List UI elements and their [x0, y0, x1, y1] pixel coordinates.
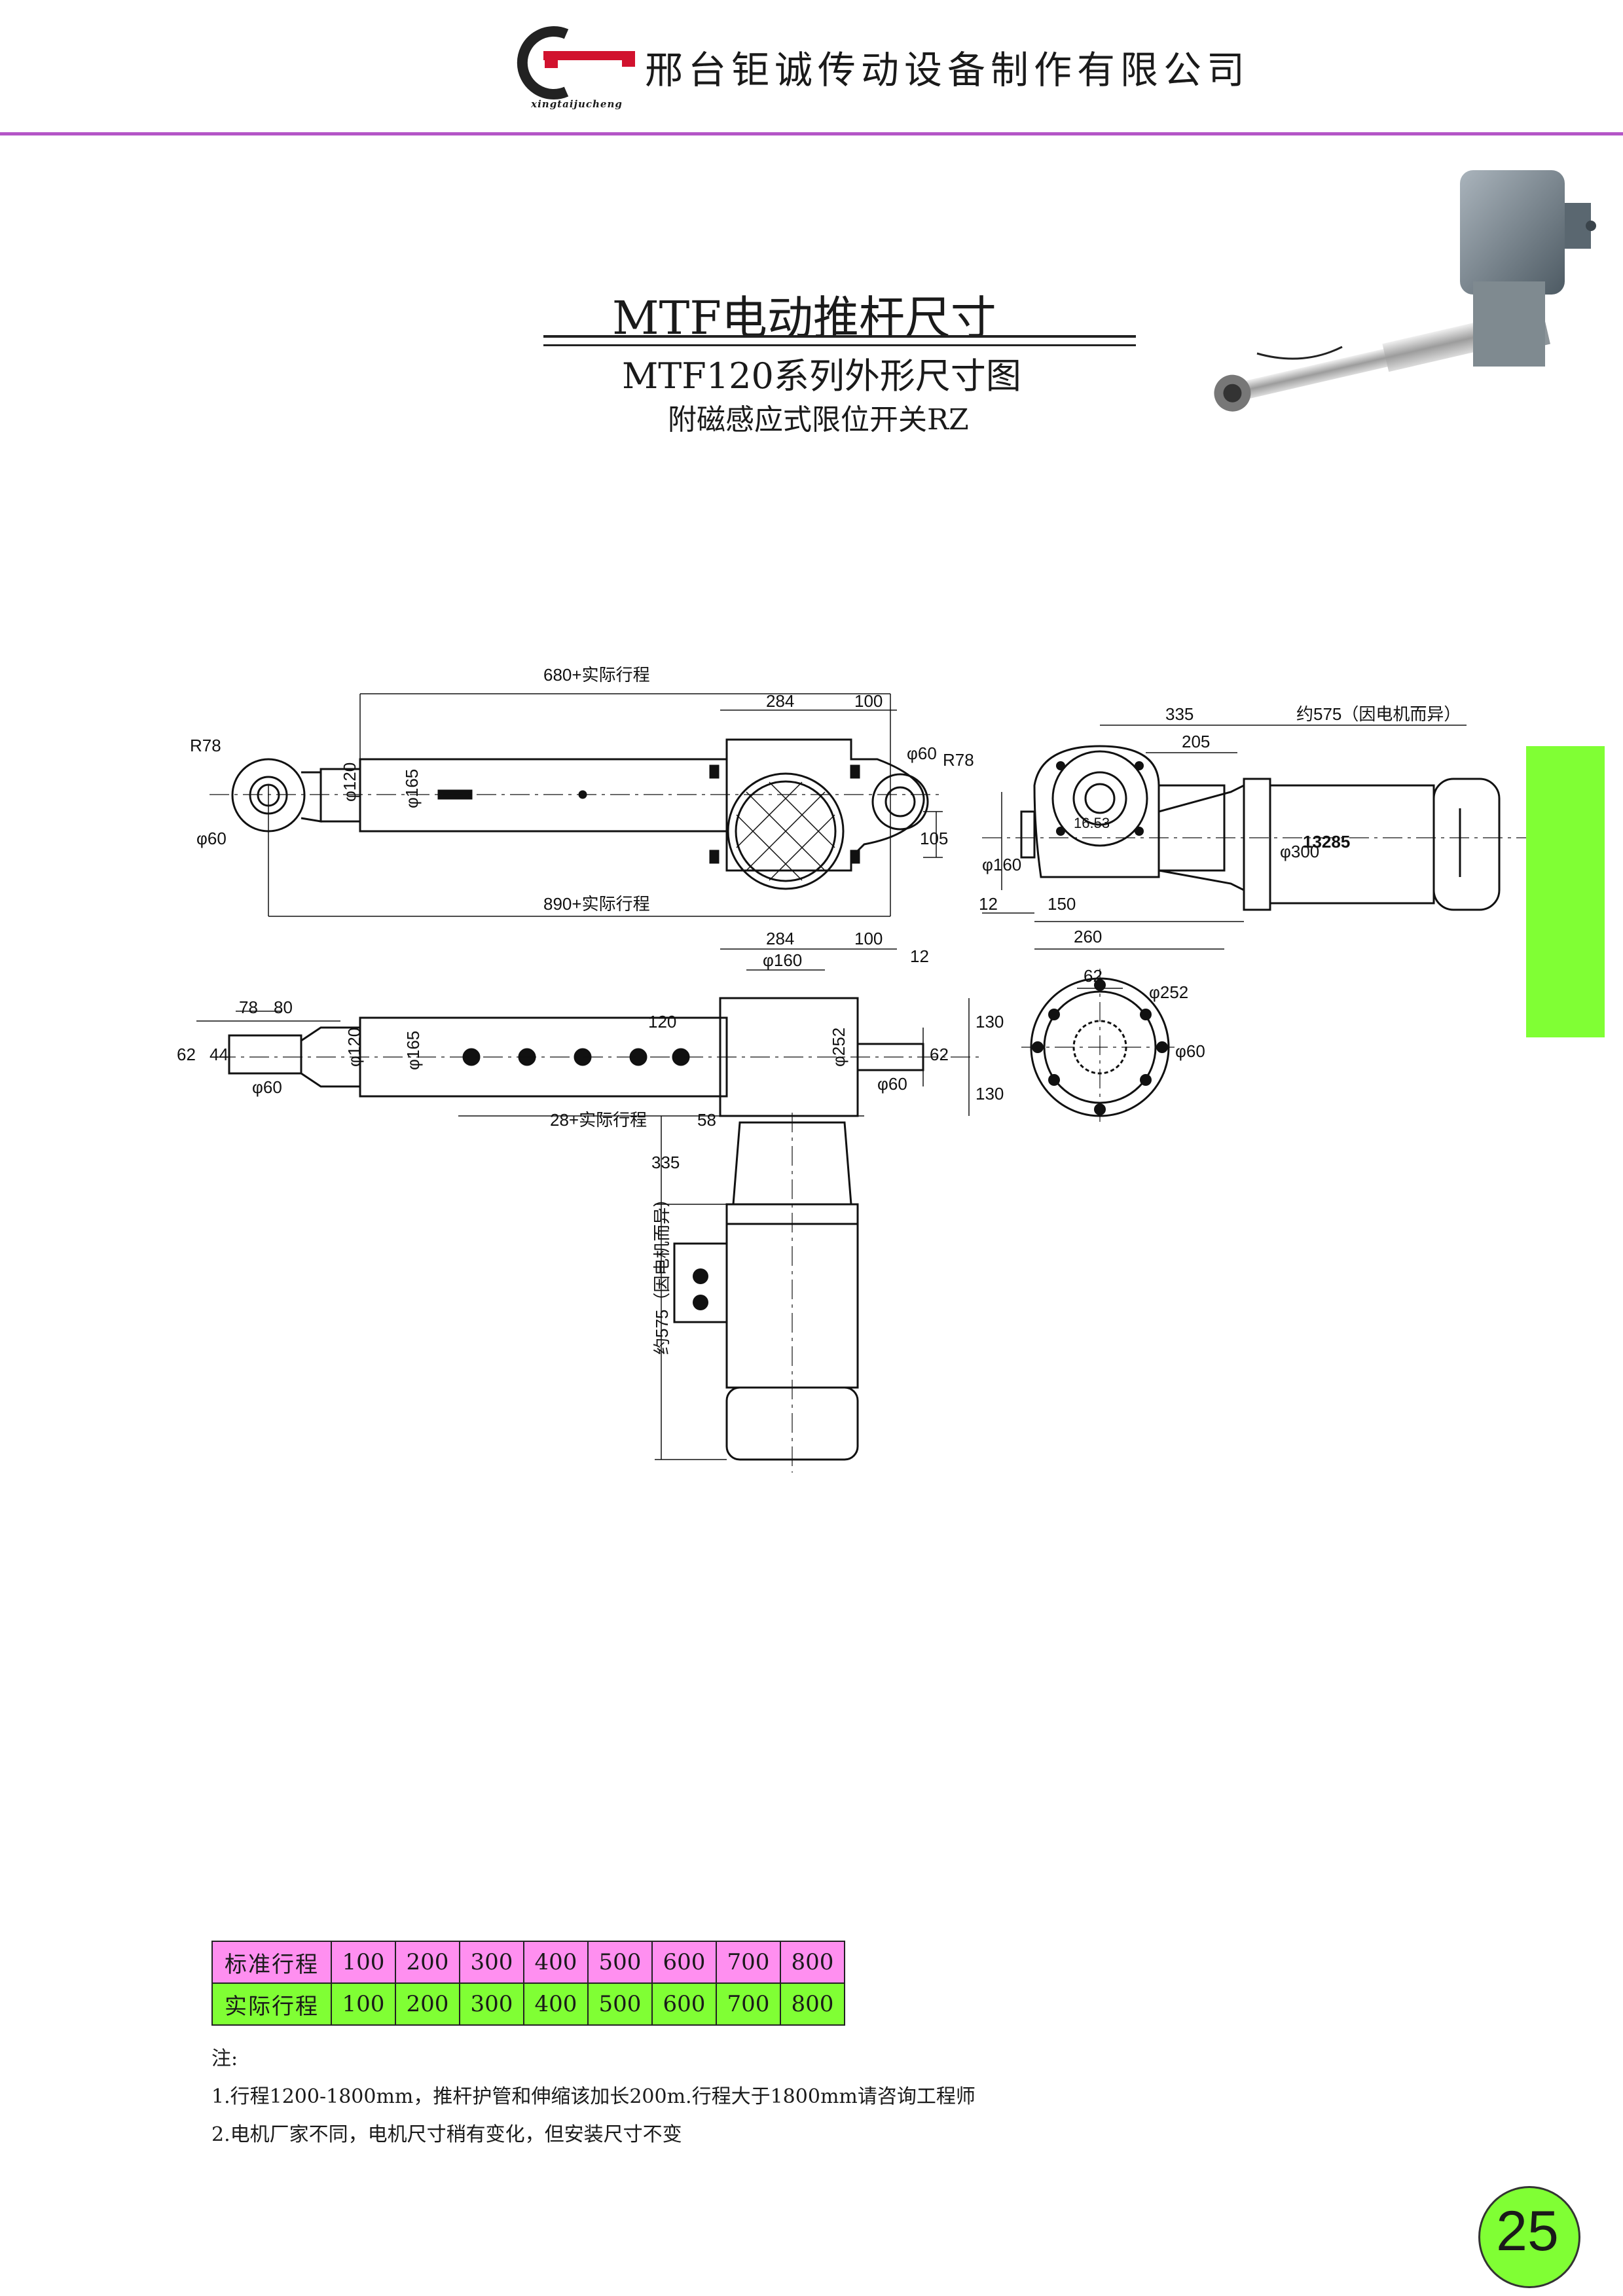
table-row-label: 实际行程: [211, 1982, 332, 2026]
table-cell: 600: [651, 1941, 717, 1984]
table-cell: 800: [780, 1982, 845, 2026]
table-cell: 200: [395, 1982, 460, 2026]
product-photo: [1214, 170, 1596, 412]
dim-label: 150: [1048, 894, 1076, 914]
actuator-top-view: [210, 693, 943, 917]
table-cell: 300: [459, 1982, 524, 2026]
dim-label: 约575（因电机而异）: [652, 1191, 672, 1355]
dim-label: 62: [1084, 966, 1103, 986]
table-cell: 100: [331, 1982, 396, 2026]
title-underline: [543, 335, 1136, 338]
table-cell: 500: [587, 1941, 653, 1984]
table-cell: 400: [523, 1982, 589, 2026]
dim-label: 120: [648, 1012, 676, 1031]
dim-label: 12: [979, 894, 998, 914]
table-cell: 500: [587, 1982, 653, 2026]
dim-label: φ60: [196, 829, 227, 848]
dim-label: 100: [854, 691, 883, 711]
dim-label: φ165: [402, 769, 422, 808]
dim-label: φ60: [252, 1077, 282, 1097]
page-number: 25: [1496, 2200, 1559, 2263]
dim-label: φ252: [829, 1028, 848, 1067]
table-row: 实际行程 100 200 300 400 500 600 700 800: [211, 1982, 845, 2026]
dim-label: 44: [210, 1045, 228, 1064]
dim-label: 80: [274, 997, 293, 1017]
actuator-side-view: [982, 725, 1539, 950]
dim-label: R78: [943, 750, 974, 770]
dim-label: 62: [177, 1045, 196, 1064]
table-cell: 300: [459, 1941, 524, 1984]
section-side-tab: [1526, 746, 1605, 1037]
dim-label: 284: [766, 929, 794, 948]
dim-label: 28+实际行程: [550, 1110, 647, 1130]
dim-label: 约575（因电机而异）: [1296, 704, 1461, 724]
actuator-end-view: [1021, 969, 1178, 1126]
dim-label: R78: [190, 736, 221, 755]
dim-label: φ60: [1175, 1041, 1205, 1061]
motor-code: 13285: [1303, 832, 1350, 852]
dim-label: φ165: [403, 1031, 423, 1070]
note-item: 1.行程1200-1800mm，推杆护管和伸缩该加长200m.行程大于1800m…: [211, 2085, 976, 2108]
dim-label: 130: [976, 1084, 1004, 1103]
dim-label: φ60: [877, 1074, 907, 1094]
dim-label: φ120: [340, 762, 359, 802]
dim-label: 335: [651, 1153, 680, 1172]
dim-label: 16.53: [1074, 815, 1110, 831]
company-logo: [517, 26, 635, 99]
dim-label: 105: [920, 829, 948, 848]
dim-label: 130: [976, 1012, 1004, 1031]
table-row: 标准行程 100 200 300 400 500 600 700 800: [211, 1941, 845, 1984]
dim-label: 890+实际行程: [543, 894, 650, 914]
notes-heading: 注:: [211, 2047, 238, 2070]
table-cell: 100: [331, 1941, 396, 1984]
table-cell: 400: [523, 1941, 589, 1984]
table-cell: 800: [780, 1941, 845, 1984]
company-name: 邢台钜诚传动设备制作有限公司: [645, 48, 1250, 92]
table-cell: 700: [716, 1982, 781, 2026]
note-item: 2.电机厂家不同，电机尺寸稍有变化，但安装尺寸不变: [211, 2123, 682, 2146]
dim-label: 335: [1165, 704, 1194, 724]
dim-label: φ160: [982, 855, 1021, 874]
dim-label: 260: [1074, 927, 1102, 946]
actuator-front-view: [196, 948, 982, 1473]
logo-wordmark: xingtaijucheng: [531, 98, 623, 110]
dim-label: 12: [910, 946, 929, 966]
series-title: MTF120系列外形尺寸图: [622, 355, 1021, 397]
dim-label: φ252: [1149, 982, 1188, 1002]
dim-label: 78: [239, 997, 258, 1017]
dim-label: φ160: [763, 950, 802, 970]
table-cell: 200: [395, 1941, 460, 1984]
dim-label: 284: [766, 691, 794, 711]
dim-label: 58: [697, 1110, 716, 1130]
dim-label: 205: [1182, 732, 1210, 751]
dim-label: φ120: [344, 1028, 364, 1067]
header-divider: [0, 132, 1623, 135]
dim-label: φ60: [907, 744, 937, 763]
table-cell: 700: [716, 1941, 781, 1984]
page-number-badge: [1478, 2186, 1580, 2288]
dim-label: 62: [930, 1045, 949, 1064]
dim-label: φ300: [1280, 842, 1319, 861]
dim-label: 100: [854, 929, 883, 948]
table-row-label: 标准行程: [211, 1941, 332, 1984]
table-cell: 600: [651, 1982, 717, 2026]
dimension-drawing: 680+实际行程 890+实际行程 284 100 R78 φ60 φ120 φ…: [177, 665, 1539, 1473]
title-underline: [543, 344, 1136, 346]
stroke-table: 标准行程 100 200 300 400 500 600 700 800 实际行…: [211, 1941, 845, 2026]
dim-label: 680+实际行程: [543, 665, 650, 685]
series-subtitle: 附磁感应式限位开关RZ: [668, 403, 969, 437]
